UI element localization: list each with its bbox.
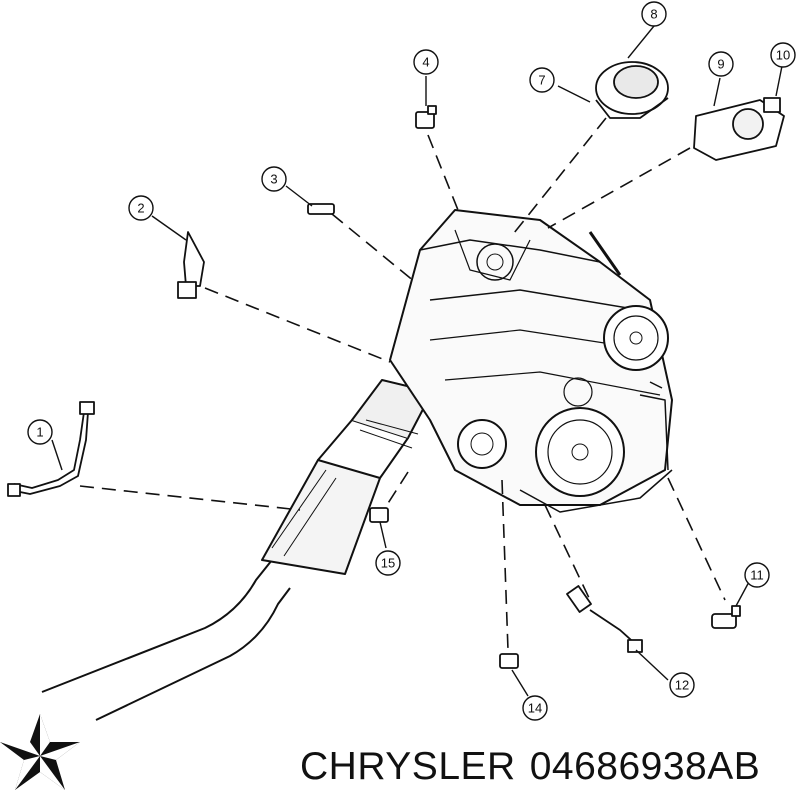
svg-text:4: 4 — [422, 55, 429, 70]
svg-text:15: 15 — [381, 556, 395, 571]
part-14-sensor — [499, 653, 519, 669]
part-11-sensor — [711, 605, 741, 629]
callout-15: 15 — [375, 550, 401, 576]
part-number: 04686938AB — [529, 745, 761, 788]
part-15-sensor — [369, 507, 389, 523]
svg-text:1: 1 — [36, 425, 43, 440]
part-caption: CHRYSLER 04686938AB — [300, 738, 800, 796]
engine-block — [389, 209, 673, 513]
callout-3: 3 — [261, 166, 287, 192]
parts — [7, 61, 785, 669]
callout-8: 8 — [641, 1, 667, 27]
part-1-oxygen-sensor — [7, 401, 95, 497]
svg-text:3: 3 — [270, 172, 277, 187]
part-9-throttle-body — [693, 97, 785, 161]
part-2-bracket — [177, 231, 205, 299]
exhaust-assembly — [41, 379, 433, 721]
svg-text:14: 14 — [528, 701, 542, 716]
svg-text:2: 2 — [137, 201, 144, 216]
exhaust-pipe — [41, 559, 273, 693]
callout-9: 9 — [708, 51, 734, 77]
part-3-sensor — [307, 203, 335, 215]
callout-7: 7 — [529, 67, 555, 93]
part-12-sensor — [566, 585, 643, 653]
callout-11: 11 — [744, 562, 770, 588]
part-8-gasket — [595, 61, 669, 119]
callout-2: 2 — [128, 195, 154, 221]
callout-pointers — [51, 25, 783, 697]
part-4-sensor — [415, 105, 437, 129]
callouts: 1 2 3 4 7 8 9 10 11 12 14 15 — [27, 1, 796, 721]
svg-text:11: 11 — [750, 568, 764, 583]
svg-text:12: 12 — [675, 678, 689, 693]
callout-14: 14 — [522, 695, 548, 721]
svg-text:7: 7 — [538, 73, 545, 88]
callout-1: 1 — [27, 419, 53, 445]
leader-lines — [79, 117, 726, 651]
brand-name: CHRYSLER — [300, 745, 516, 788]
callout-10: 10 — [770, 42, 796, 68]
svg-text:9: 9 — [717, 57, 724, 72]
callout-4: 4 — [413, 49, 439, 75]
svg-text:10: 10 — [776, 48, 790, 63]
callout-12: 12 — [669, 672, 695, 698]
chrysler-pentastar-icon — [0, 714, 80, 790]
svg-text:8: 8 — [650, 7, 657, 22]
